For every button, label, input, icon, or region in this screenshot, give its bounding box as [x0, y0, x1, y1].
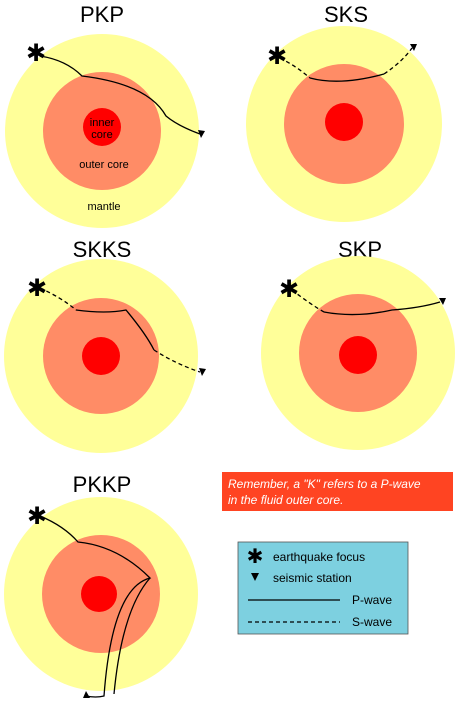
earthquake-focus-icon: ✱: [27, 274, 47, 302]
earthquake-focus-icon: ✱: [267, 42, 287, 70]
ray-path-p: [323, 301, 441, 316]
earthquake-focus-icon: ✱: [27, 502, 47, 530]
earthquake-focus-icon: ✱: [247, 544, 264, 568]
seismic-station-icon: [439, 298, 446, 305]
inner-core-layer: [83, 108, 121, 146]
legend: ✱ earthquake focus seismic station P-wav…: [237, 541, 409, 635]
earthquake-focus-icon: ✱: [26, 39, 46, 67]
inner-core-label-line2: core: [91, 129, 112, 141]
note-background: [222, 472, 453, 511]
panel-skp: SKP ✱: [261, 237, 455, 450]
panel-title-sks: SKS: [324, 2, 368, 27]
inner-core-layer: [339, 336, 377, 374]
legend-p-wave-label: P-wave: [352, 593, 392, 607]
legend-background: [237, 541, 409, 635]
legend-s-wave-label: S-wave: [352, 615, 392, 629]
ray-path-s: [291, 289, 325, 313]
seismic-station-icon: [198, 130, 205, 138]
panel-title-pkkp: PKKP: [73, 472, 132, 497]
inner-core-label-line1: inner: [90, 117, 115, 129]
seismic-station-icon: [83, 691, 90, 698]
panel-sks: SKS ✱: [246, 2, 442, 222]
ray-path-s: [39, 287, 77, 311]
inner-core-layer: [325, 103, 363, 141]
ray-path-p: [75, 309, 155, 351]
legend-focus-label: earthquake focus: [273, 550, 365, 564]
legend-station-label: seismic station: [273, 571, 352, 585]
note-box: Remember, a "K" refers to a P-wave in th…: [222, 472, 453, 511]
panel-title-pkp: PKP: [80, 2, 124, 27]
inner-core-layer: [82, 337, 120, 375]
ray-path-p: [309, 73, 385, 82]
ray-path-p: [39, 55, 201, 135]
ray-path-s: [383, 47, 413, 75]
inner-core-layer: [81, 576, 117, 612]
ray-path-p: [113, 577, 151, 695]
earthquake-focus-icon: ✱: [279, 275, 299, 303]
seismic-station-icon: [251, 573, 259, 581]
seismic-station-icon: [199, 368, 206, 376]
note-line-1: Remember, a "K" refers to a P-wave: [228, 477, 421, 491]
panel-title-skks: SKKS: [73, 237, 132, 262]
ray-path-s: [279, 57, 311, 79]
mantle-label: mantle: [87, 201, 120, 213]
note-line-2: in the fluid outer core.: [228, 493, 343, 507]
panel-pkp: PKP inner core outer core mantle ✱: [5, 2, 205, 228]
panel-pkkp: PKKP ✱: [4, 472, 198, 698]
panel-skks: SKKS ✱: [4, 237, 206, 453]
seismic-station-icon: [410, 44, 417, 51]
outer-core-label: outer core: [79, 159, 129, 171]
